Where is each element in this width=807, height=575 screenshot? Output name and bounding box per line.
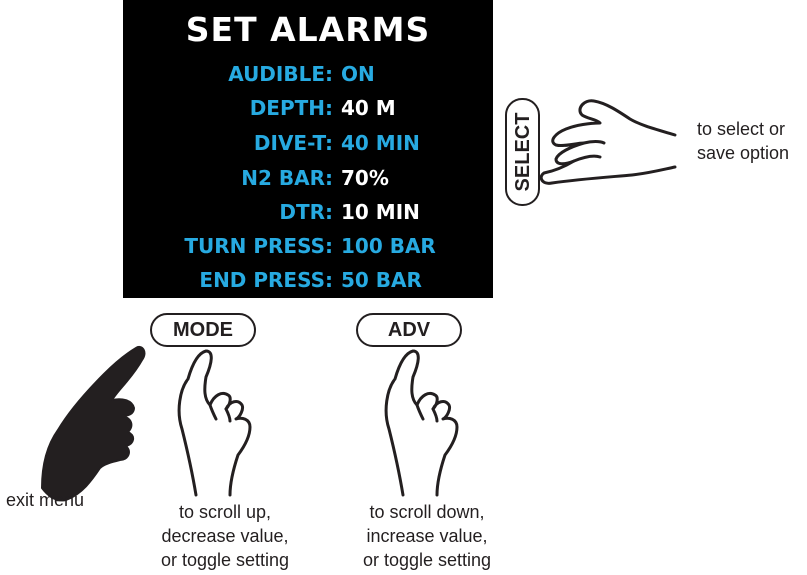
alarm-label-turn-press: TURN PRESS: <box>184 234 333 258</box>
select-button[interactable]: SELECT <box>505 98 540 206</box>
alarm-label-n2-bar: N2 BAR: <box>241 166 333 190</box>
adv-caption-line-2: increase value, <box>341 524 513 548</box>
alarm-label-end-press: END PRESS: <box>199 268 333 292</box>
alarm-value-dtr: 10 MIN <box>341 200 420 224</box>
alarm-row-turn-press: TURN PRESS: 100 BAR <box>123 234 493 264</box>
mode-button[interactable]: MODE <box>150 313 256 347</box>
screen-title: SET ALARMS <box>123 10 493 49</box>
select-caption-line-1: to select or <box>697 117 789 141</box>
alarm-row-depth: DEPTH: 40 M <box>123 96 493 126</box>
alarm-value-audible: ON <box>341 62 375 86</box>
alarm-row-dive-time: DIVE-T: 40 MIN <box>123 131 493 161</box>
alarm-row-end-press: END PRESS: 50 BAR <box>123 268 493 298</box>
mode-caption-line-1: to scroll up, <box>139 500 311 524</box>
adv-caption-line-1: to scroll down, <box>341 500 513 524</box>
select-caption-line-2: save option <box>697 141 789 165</box>
select-button-label: SELECT <box>513 113 533 192</box>
dive-computer-screen: SET ALARMS AUDIBLE: ON DEPTH: 40 M DIVE-… <box>123 0 493 298</box>
mode-caption-line-2: decrease value, <box>139 524 311 548</box>
pointing-hand-mode-icon <box>168 349 260 497</box>
alarm-row-dtr: DTR: 10 MIN <box>123 200 493 230</box>
alarm-label-audible: AUDIBLE: <box>228 62 333 86</box>
alarm-value-depth: 40 M <box>341 96 396 120</box>
adv-caption-line-3: or toggle setting <box>341 548 513 572</box>
alarm-value-turn-press: 100 BAR <box>341 234 436 258</box>
mode-caption: to scroll up, decrease value, or toggle … <box>139 500 311 572</box>
black-hand-exit-icon <box>42 344 150 502</box>
alarm-label-dive-time: DIVE-T: <box>254 131 333 155</box>
alarm-value-n2-bar: 70% <box>341 166 389 190</box>
alarm-value-dive-time: 40 MIN <box>341 131 420 155</box>
select-caption: to select or save option <box>697 117 789 165</box>
adv-caption: to scroll down, increase value, or toggl… <box>341 500 513 572</box>
mode-caption-line-3: or toggle setting <box>139 548 311 572</box>
alarm-label-depth: DEPTH: <box>250 96 333 120</box>
exit-caption: exit menu <box>6 488 84 512</box>
pointing-hand-select-icon <box>540 95 680 195</box>
adv-button[interactable]: ADV <box>356 313 462 347</box>
pointing-hand-adv-icon <box>375 349 467 497</box>
alarm-value-end-press: 50 BAR <box>341 268 422 292</box>
alarm-row-audible: AUDIBLE: ON <box>123 62 493 92</box>
alarm-label-dtr: DTR: <box>279 200 333 224</box>
alarm-row-n2-bar: N2 BAR: 70% <box>123 166 493 196</box>
